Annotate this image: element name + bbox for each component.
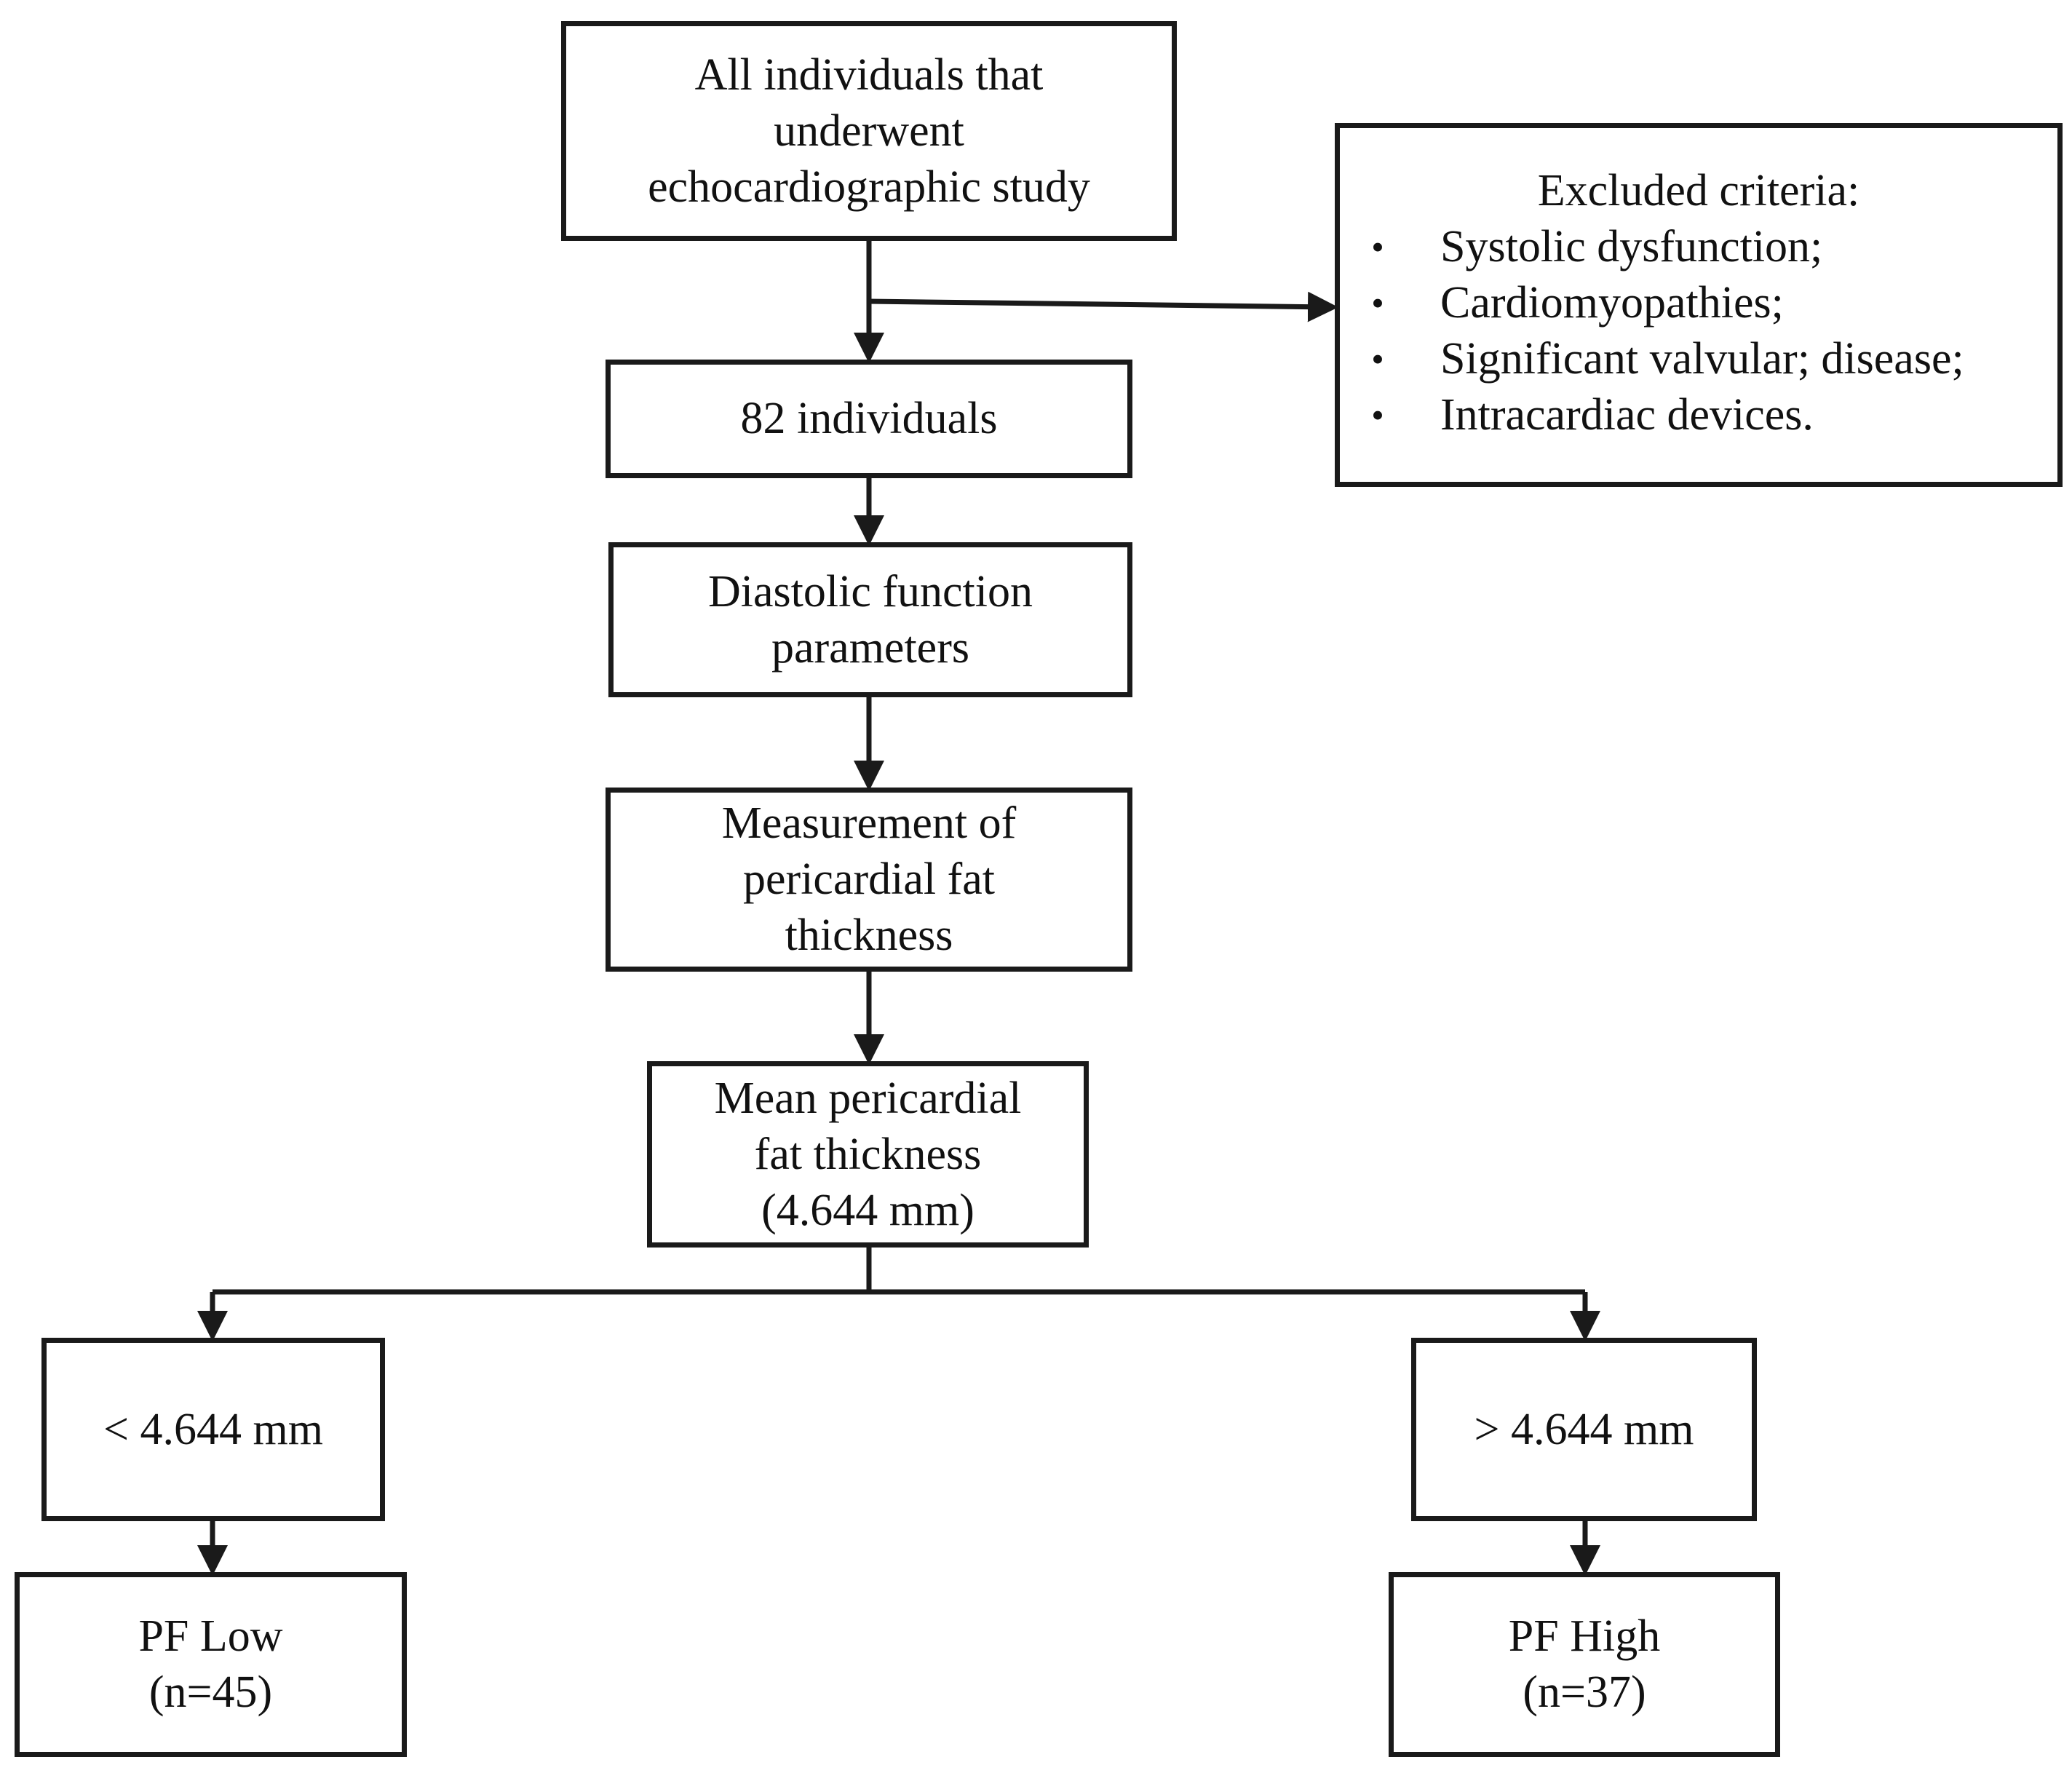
box-line: PF High (1508, 1611, 1661, 1661)
excluded-list: • Systolic dysfunction; • Cardiomyopathi… (1340, 219, 2057, 443)
list-item-label: Systolic dysfunction; (1440, 222, 1823, 271)
list-item-label: Significant valvular; disease; (1440, 334, 1964, 384)
box-line: thickness (785, 911, 953, 960)
list-item: • Systolic dysfunction; (1340, 219, 2057, 275)
diastolic-parameters-box: Diastolic function parameters (608, 542, 1132, 697)
box-line: (n=37) (1523, 1667, 1646, 1717)
box-line: fat thickness (754, 1129, 982, 1179)
bullet-icon: • (1371, 226, 1384, 267)
box-line: (4.644 mm) (761, 1185, 975, 1235)
measurement-box: Measurement of pericardial fat thickness (606, 788, 1132, 972)
box-line: (n=45) (148, 1667, 273, 1717)
box-line: Mean pericardial (714, 1073, 1022, 1123)
box-line: < 4.644 mm (103, 1404, 323, 1454)
list-item: • Significant valvular; disease; (1340, 331, 2057, 387)
bullet-icon: • (1371, 338, 1384, 379)
box-line: pericardial fat (743, 854, 995, 904)
box-line: > 4.644 mm (1474, 1404, 1694, 1454)
box-line: echocardiographic study (648, 162, 1090, 212)
list-item-label: Intracardiac devices. (1440, 390, 1814, 440)
box-line: underwent (774, 106, 964, 156)
mean-thickness-box: Mean pericardial fat thickness (4.644 mm… (647, 1061, 1089, 1248)
pf-low-box: PF Low (n=45) (15, 1572, 407, 1757)
high-threshold-box: > 4.644 mm (1411, 1338, 1757, 1521)
bullet-icon: • (1371, 282, 1384, 323)
list-item: • Cardiomyopathies; (1340, 275, 2057, 331)
box-line: 82 individuals (740, 394, 998, 443)
arrow-to-excluded (868, 291, 1338, 322)
box-line: All individuals that (694, 49, 1044, 100)
all-individuals-box: All individuals that underwent echocardi… (561, 21, 1177, 241)
excluded-title: Excluded criteria: (1537, 166, 1860, 215)
list-item: • Intracardiac devices. (1340, 387, 2057, 443)
individuals-count-box: 82 individuals (606, 360, 1132, 478)
box-line: Measurement of (721, 798, 1017, 848)
list-item-label: Cardiomyopathies; (1440, 278, 1784, 328)
pf-high-box: PF High (n=37) (1389, 1572, 1780, 1757)
box-line: Diastolic function (708, 566, 1033, 616)
low-threshold-box: < 4.644 mm (41, 1338, 385, 1521)
box-line: PF Low (138, 1611, 283, 1661)
excluded-criteria-box: Excluded criteria: • Systolic dysfunctio… (1335, 123, 2063, 487)
box-line: parameters (771, 622, 969, 673)
bullet-icon: • (1371, 394, 1384, 435)
